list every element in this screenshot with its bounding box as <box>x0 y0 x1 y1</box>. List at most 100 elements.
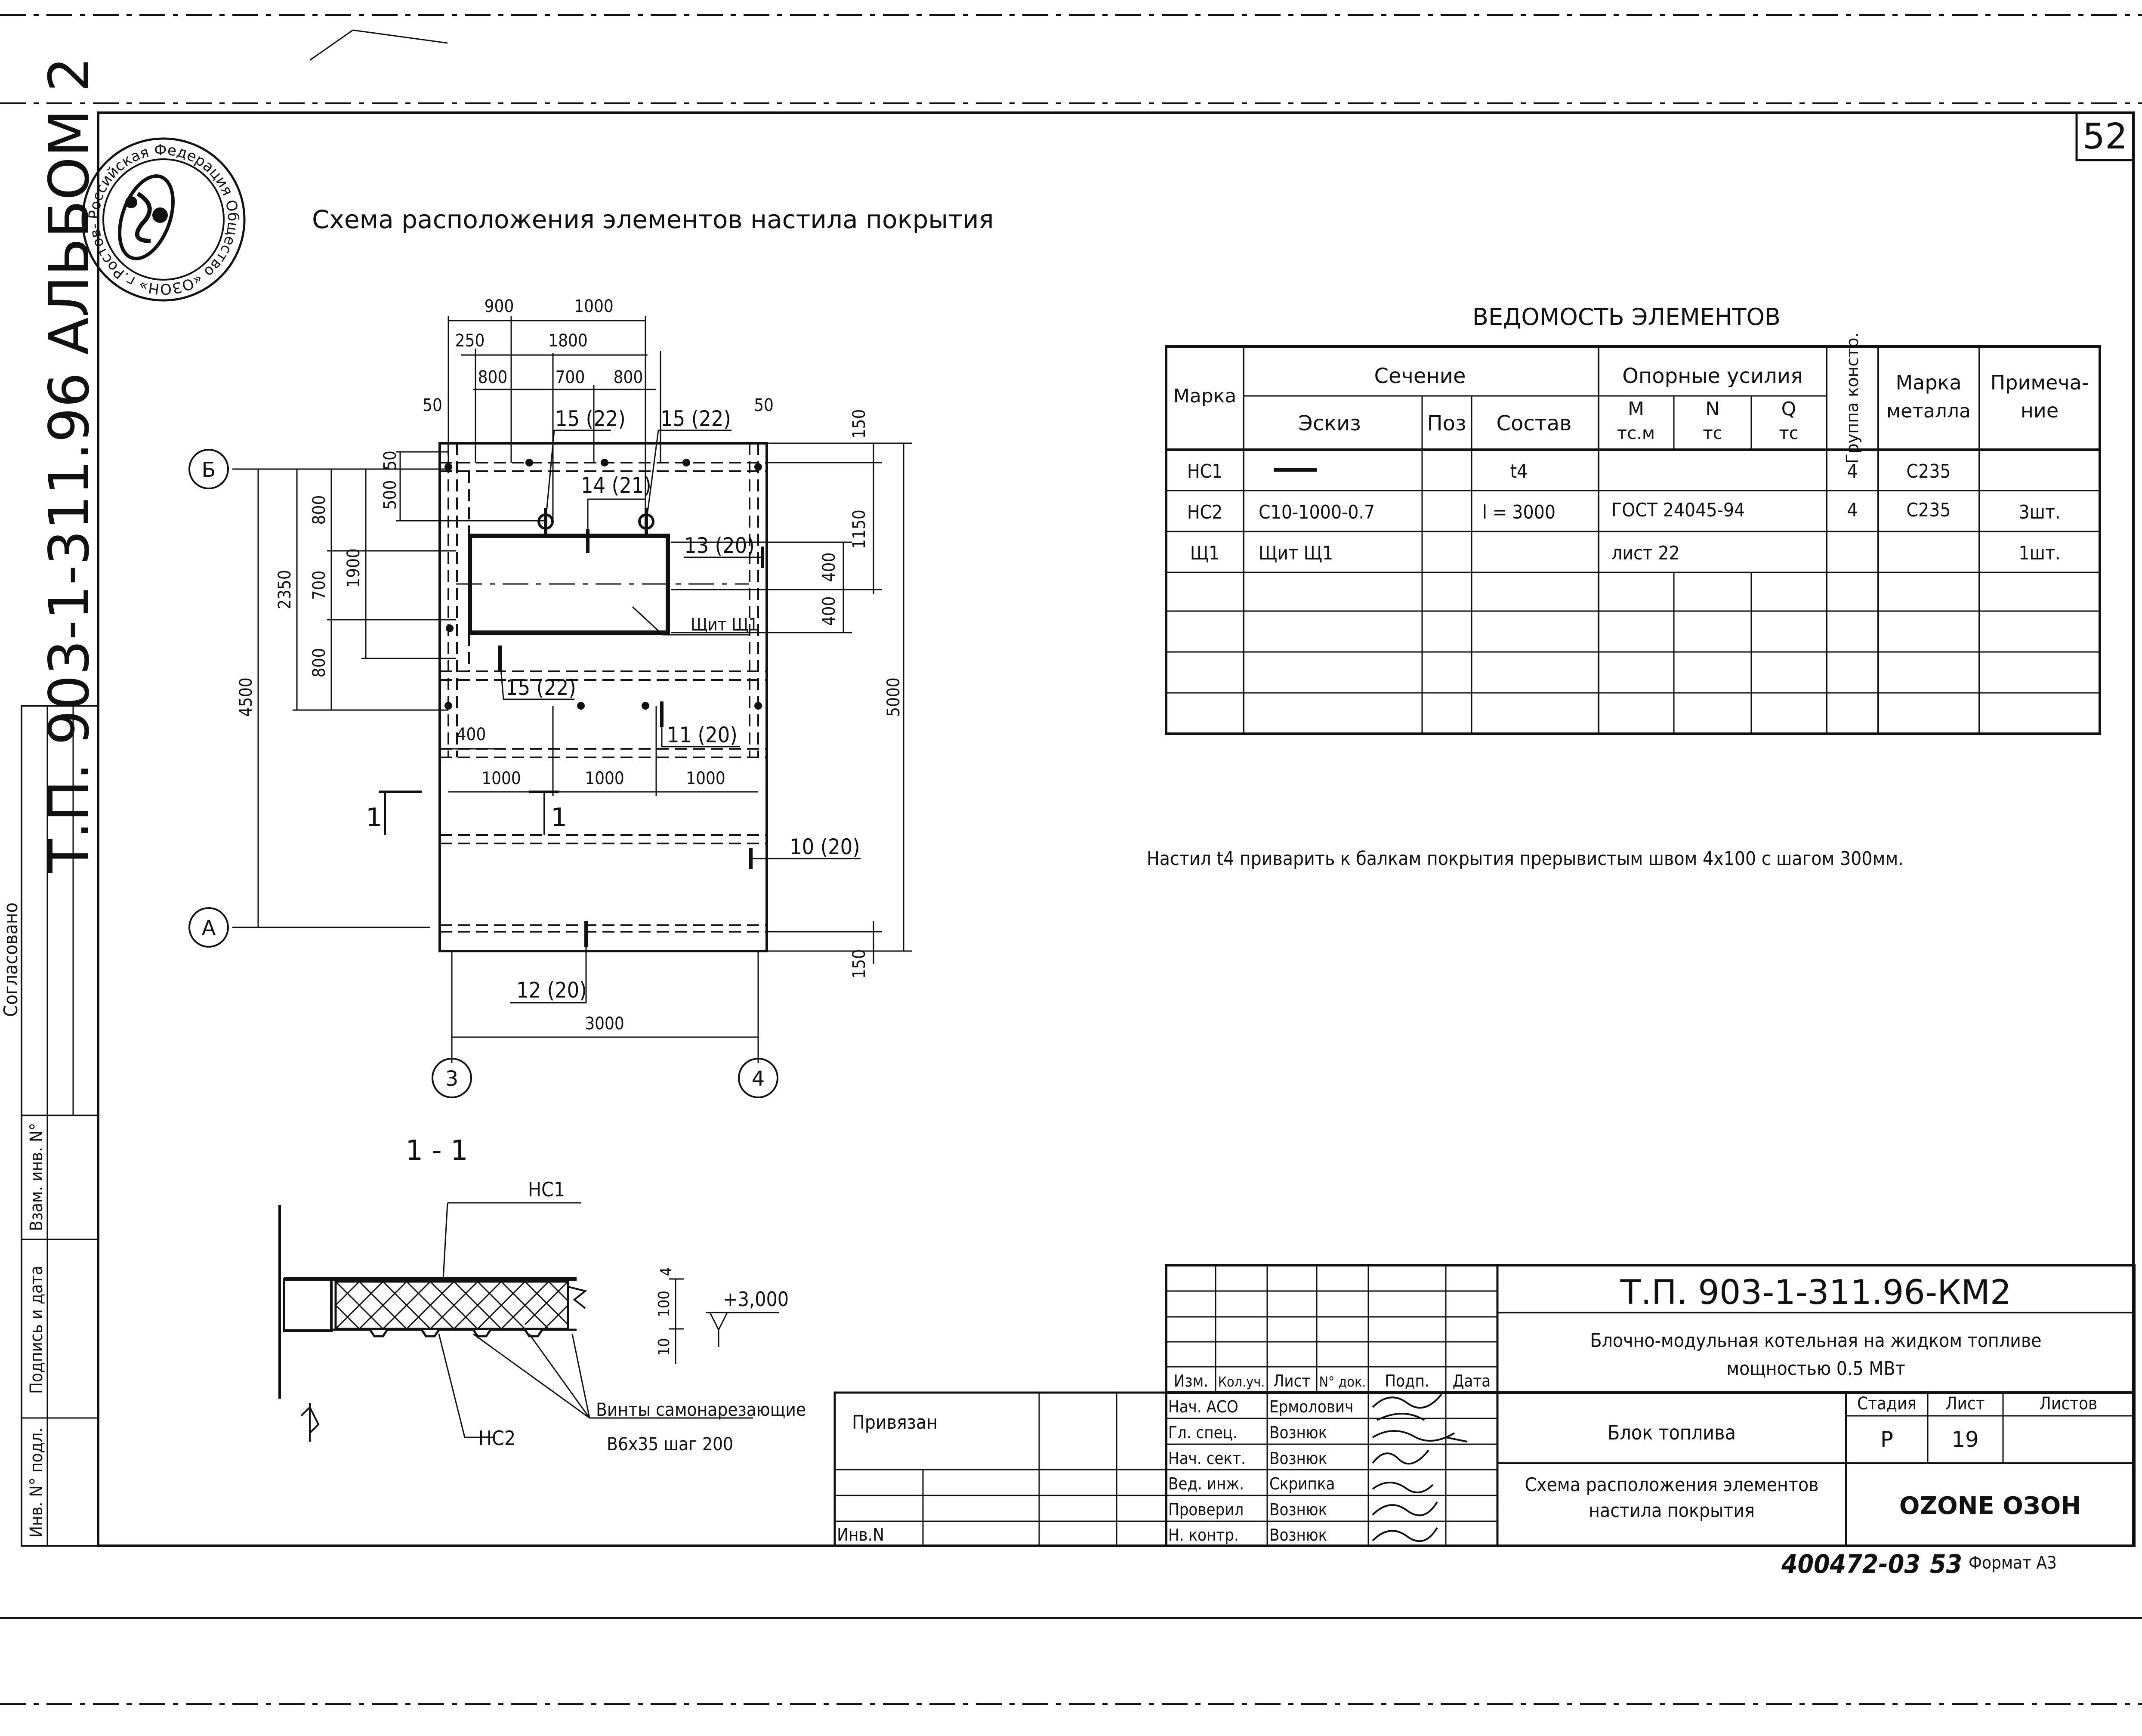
sheet-label: Лист <box>1945 1394 1985 1414</box>
th-n: N <box>1706 398 1720 420</box>
table-text: Марка Сечение Эскиз Поз Состав Опорные у… <box>1173 332 2089 564</box>
left-strip: Согласовано Взам. инв. N° Подпись и дата… <box>0 705 99 1547</box>
section-label-nc1: НС1 <box>528 1178 565 1201</box>
row-metal: С235 <box>1906 499 1951 521</box>
company-stamp: Российская Федерация Общество «ОЗОН» г.Р… <box>0 0 246 302</box>
signer-name: Скрипка <box>1269 1474 1335 1493</box>
signer-name: Ермолович <box>1269 1397 1353 1416</box>
sheet-number: 52 <box>2083 116 2127 157</box>
part-name: Блок топлива <box>1608 1421 1736 1444</box>
agreed-label: Согласовано <box>0 902 22 1017</box>
signer-role: Нач. сект. <box>1168 1449 1246 1468</box>
th-mark: Марка <box>1173 385 1236 407</box>
dim-top: 700 <box>556 368 585 387</box>
section-mark: 1 <box>551 803 567 833</box>
screws-label: Винты самонарезающие <box>596 1399 806 1420</box>
th-q: Q <box>1781 398 1796 420</box>
col-header: Подп. <box>1385 1372 1429 1390</box>
th-q-unit: тс <box>1779 423 1798 443</box>
col-header: Лист <box>1273 1372 1311 1390</box>
signer-name: Вознюк <box>1269 1500 1327 1519</box>
signer-role: Н. контр. <box>1168 1526 1239 1544</box>
dim-bottom: 3000 <box>585 1014 624 1034</box>
col-header: N° док. <box>1319 1374 1366 1390</box>
dim-bottom: 1000 <box>481 769 521 788</box>
sheets-label: Листов <box>2040 1394 2097 1414</box>
signer-name: Вознюк <box>1269 1526 1327 1544</box>
th-note: Примеча- <box>1991 371 2089 394</box>
dim-right: 400 <box>819 596 839 626</box>
section-title: 1 - 1 <box>405 1135 468 1167</box>
row-sketch: Щит Щ1 <box>1259 542 1333 564</box>
callout: Щит Щ1 <box>691 615 758 635</box>
dim-top: 50 <box>754 395 774 415</box>
callout: 12 (20) <box>516 978 587 1003</box>
row-group: 4 <box>1847 460 1858 482</box>
th-section: Сечение <box>1374 364 1466 388</box>
signer-role: Вед. инж. <box>1168 1474 1244 1493</box>
dim-left: 4500 <box>236 677 256 717</box>
dim-right: 150 <box>849 409 869 439</box>
dim-top: 250 <box>455 331 485 351</box>
title-block-grid <box>833 1264 2136 1547</box>
callout: 13 (20) <box>684 533 755 558</box>
row-note: 3шт. <box>2019 501 2060 523</box>
plan-title: Схема расположения элементов настила пок… <box>312 205 994 234</box>
project-name-2: мощностью 0.5 МВт <box>1726 1358 1905 1380</box>
signatures <box>1372 1393 1468 1542</box>
title-block-text: Т.П. 903-1-311.96-КМ2 Блочно-модульная к… <box>837 1273 2097 1545</box>
format-note: Формат А3 <box>1969 1553 2057 1573</box>
row-comp: l = 3000 <box>1482 501 1556 523</box>
dim-left: 500 <box>380 480 400 510</box>
th-group: Группа констр. <box>1843 332 1862 463</box>
stamp-ring-text: Российская Федерация Общество «ОЗОН» г.Р… <box>0 0 241 297</box>
dim-top: 800 <box>614 368 643 387</box>
row-forces: лист 22 <box>1611 542 1680 564</box>
th-forces: Опорные усилия <box>1622 364 1803 388</box>
axis-label: Б <box>202 458 216 482</box>
sign-date-label: Подпись и дата <box>27 1266 46 1394</box>
sheet-number-box: 52 <box>2075 111 2135 161</box>
dim-bottom: 400 <box>457 725 486 744</box>
callout: 15 (22) <box>555 406 626 431</box>
dim-bottom: 1000 <box>585 769 624 788</box>
dim-right: 1150 <box>849 510 869 549</box>
row-mark: Щ1 <box>1190 542 1220 564</box>
drawing-name-2: настила покрытия <box>1589 1500 1755 1522</box>
dim-top: 1800 <box>548 331 588 351</box>
th-pos: Поз <box>1427 411 1466 436</box>
section-dim: 100 <box>655 1291 673 1317</box>
row-comp: t4 <box>1510 460 1528 482</box>
plan-drawing <box>188 316 912 1098</box>
th-m: М <box>1628 398 1644 420</box>
row-mark: НС1 <box>1187 460 1223 482</box>
dim-left: 800 <box>309 495 329 525</box>
dim-left: 1900 <box>344 548 364 588</box>
sheet-value: 19 <box>1951 1427 1979 1452</box>
row-mark: НС2 <box>1187 501 1223 523</box>
axis-label: А <box>202 916 216 940</box>
row-metal: С235 <box>1906 460 1951 482</box>
callout: 10 (20) <box>790 834 860 859</box>
col-header: Кол.уч. <box>1218 1374 1265 1390</box>
section-dim: 10 <box>655 1338 673 1356</box>
section-labels: НС1 НС2 Винты самонарезающие В6х35 шаг 2… <box>478 1178 806 1455</box>
signer-name: Вознюк <box>1269 1449 1327 1468</box>
dim-left: 800 <box>309 648 329 678</box>
stage-label: Стадия <box>1857 1394 1917 1414</box>
signer-name: Вознюк <box>1269 1423 1327 1442</box>
signer-role: Нач. АСО <box>1168 1397 1238 1416</box>
replaced-inv-label: Взам. инв. N° <box>27 1123 46 1231</box>
th-n-unit: тс <box>1703 423 1722 443</box>
th-composition: Состав <box>1497 411 1572 436</box>
dim-left: 50 <box>380 451 400 470</box>
th-metal: Марка <box>1895 371 1961 394</box>
col-header: Дата <box>1453 1372 1491 1390</box>
scan-edge-lines <box>0 14 2142 1705</box>
dim-right: 150 <box>849 949 869 979</box>
signer-role: Проверил <box>1168 1500 1244 1519</box>
inventory-number-2: 53 <box>1930 1549 1962 1579</box>
dim-right: 5000 <box>884 677 904 717</box>
col-header: Изм. <box>1174 1372 1208 1390</box>
th-note-2: ние <box>2021 399 2059 422</box>
